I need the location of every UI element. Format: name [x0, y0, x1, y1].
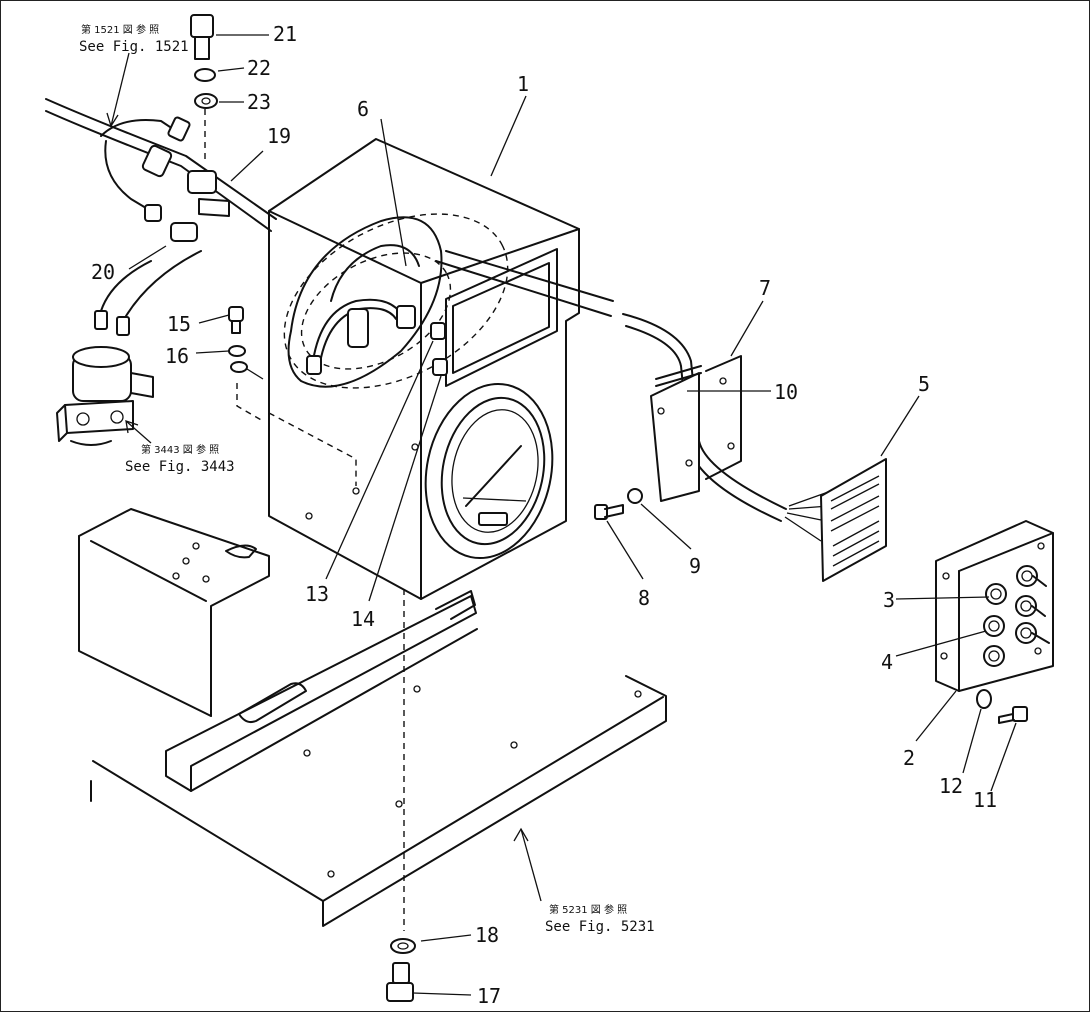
callout-9: 9: [689, 554, 701, 578]
callout-14: 14: [351, 607, 375, 631]
callout-13: 13: [305, 582, 329, 606]
callout-11: 11: [973, 788, 997, 812]
connector-board: [820, 458, 887, 582]
callout-8: 8: [638, 586, 650, 610]
callout-20: 20: [91, 260, 115, 284]
base-frame: [90, 590, 667, 927]
callout-17: 17: [477, 984, 501, 1008]
leader-lines: [106, 34, 1017, 996]
upper-harness: [45, 14, 277, 336]
callout-3: 3: [883, 588, 895, 612]
ref-3443-en: See Fig. 3443: [125, 459, 235, 475]
ref-5231-jp: 第 5231 図 参 照: [549, 903, 627, 916]
callout-21: 21: [273, 22, 297, 46]
gauge-meter: [424, 382, 554, 560]
callout-2: 2: [903, 746, 915, 770]
callout-19: 19: [267, 124, 291, 148]
callout-5: 5: [918, 372, 930, 396]
connector-pins: [830, 475, 880, 567]
bolt-15: [228, 306, 264, 422]
screw-11: [976, 689, 1028, 724]
valve-assembly: [56, 346, 154, 446]
callout-1: 1: [517, 72, 529, 96]
ref-5231-en: See Fig. 5231: [545, 919, 655, 935]
callout-7: 7: [759, 276, 771, 300]
bracket: [650, 355, 742, 502]
ref-3443-jp: 第 3443 図 参 照: [141, 443, 219, 456]
switch-panel: [935, 520, 1054, 692]
toggle-switches: [983, 565, 1050, 667]
screw-8: [594, 488, 643, 520]
callout-22: 22: [247, 56, 271, 80]
ref-1521-en: See Fig. 1521: [79, 39, 189, 55]
reference-notes: 第 1521 図 参 照 See Fig. 1521 第 3443 図 参 照 …: [79, 23, 655, 935]
callout-23: 23: [247, 90, 271, 114]
callout-6: 6: [357, 97, 369, 121]
callout-18: 18: [475, 923, 499, 947]
callout-15: 15: [167, 312, 191, 336]
callout-12: 12: [939, 774, 963, 798]
callout-16: 16: [165, 344, 189, 368]
ref-1521-jp: 第 1521 図 参 照: [81, 23, 159, 36]
bottom-bolt: [386, 589, 416, 1002]
callout-10: 10: [774, 380, 798, 404]
callout-4: 4: [881, 650, 893, 674]
lower-cabinet: [78, 508, 270, 717]
console-box: [268, 138, 580, 600]
callout-labels: 1 2 3 4 5 6 7 8 9 10 11 12 13 14 15 16 1…: [91, 22, 997, 1008]
